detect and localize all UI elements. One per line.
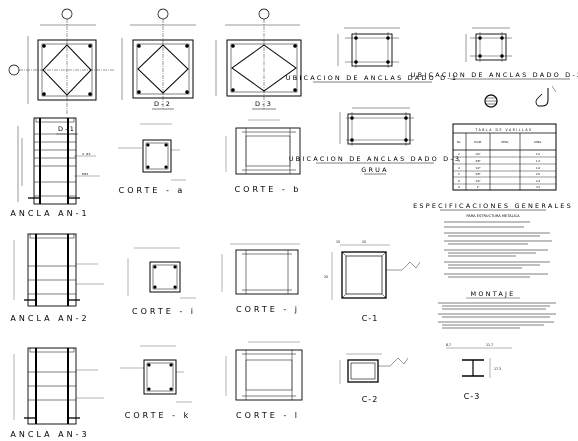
anchor-view-subtitle: GRUA [361,166,389,174]
dim-label: 8.7 [446,343,451,347]
cut-label: CORTE - l [236,411,300,420]
cut-i: CORTE - i [127,247,196,316]
anchor-view-title: UBICACION DE ANCLAS DADO D-3 [289,155,462,163]
anchor-an2: ANCLA AN-2 [10,233,104,323]
anchor-an1: 4#3E#2 ANCLA AN-1 [10,117,100,218]
specs-title: ESPECIFICACIONES GENERALES [413,202,573,210]
specs-subtitle: PARA ESTRUCTURA METALICA [466,214,520,218]
dim-label: 17.3 [494,367,501,371]
anchor-label: ANCLA AN-3 [10,430,89,439]
cut-j: CORTE - j [221,243,300,314]
cut-label: CORTE - k [125,411,191,420]
anchor-label: ANCLA AN-2 [10,314,89,323]
section-label: C-3 [464,392,481,401]
plan-d2: D-2 [121,8,196,110]
svg-text:1/2": 1/2" [475,166,480,170]
cut-label: CORTE - j [236,305,300,314]
svg-text:DIAM.: DIAM. [474,140,482,144]
anchor-location-d2: UBICACION DE ANCLAS DADO D-2 [411,27,578,80]
anchor-an3: ANCLA AN-3 [10,347,104,439]
anchor-location-d1: UBICACION DE ANCLAS DADO D-1 [286,27,459,83]
cut-label: CORTE - i [132,307,196,316]
section-c1: 15 20 20 C-1 [324,240,421,323]
svg-text:2.4: 2.4 [536,179,540,183]
svg-text:5/8": 5/8" [475,172,480,176]
svg-text:2: 2 [458,152,460,156]
svg-text:5: 5 [458,172,460,176]
svg-text:8: 8 [458,185,460,189]
section-label: C-1 [362,314,379,323]
svg-text:1.6: 1.6 [536,166,540,170]
anchor-view-title: UBICACION DE ANCLAS DADO D-1 [286,74,459,82]
svg-text:4: 4 [82,152,84,156]
svg-text:4: 4 [458,166,460,170]
rebar-table: TABLA DE VARILLAS No. DIAM. PESO LONG. 2… [452,123,557,191]
section-c3: 8.7 11.7 17.3 C-3 [446,343,512,401]
svg-text:1.2: 1.2 [536,159,540,163]
svg-text:3/8": 3/8" [475,159,480,163]
cut-label: CORTE - b [235,185,302,194]
cut-a: CORTE - a [118,123,186,195]
dim-label: 20 [324,275,328,279]
plan-label: D-2 [154,100,172,108]
svg-text:LONG.: LONG. [534,140,542,144]
section-c2: C-2 [339,353,409,404]
specifications: ESPECIFICACIONES GENERALES PARA ESTRUCTU… [413,202,573,329]
cut-k: CORTE - k [120,345,192,420]
table-title: TABLA DE VARILLAS [474,128,532,132]
svg-text:E#2: E#2 [82,172,88,176]
svg-text:3.2: 3.2 [536,185,540,189]
plan-label: D-1 [58,125,76,133]
plan-d3: D-3 [215,8,302,110]
cut-label: CORTE - a [119,186,186,195]
svg-text:PESO: PESO [502,140,509,144]
montaje-title: MONTAJE [471,290,516,298]
cut-b: CORTE - b [225,119,302,194]
plan-d1: D-1 [8,8,115,135]
dim-label: 20 [362,240,366,244]
svg-text:6: 6 [458,179,460,183]
svg-text:3/4": 3/4" [475,179,480,183]
svg-text:1": 1" [477,185,480,189]
svg-text:1.0: 1.0 [536,152,540,156]
dim-label: 15 [336,240,340,244]
anchor-label: ANCLA AN-1 [10,209,89,218]
svg-text:#3: #3 [86,152,91,156]
anchor-view-title: UBICACION DE ANCLAS DADO D-2 [411,71,578,79]
svg-text:2.0: 2.0 [536,172,540,176]
svg-text:3: 3 [458,159,460,163]
dim-label: 11.7 [486,343,493,347]
svg-text:No.: No. [457,140,461,144]
plan-label: D-3 [255,100,273,108]
svg-text:1/4": 1/4" [475,152,480,156]
hook-details [484,85,557,108]
anchor-location-d3: UBICACION DE ANCLAS DADO D-3 GRUA [289,107,462,175]
section-label: C-2 [362,395,379,404]
cut-l: CORTE - l [225,341,303,420]
